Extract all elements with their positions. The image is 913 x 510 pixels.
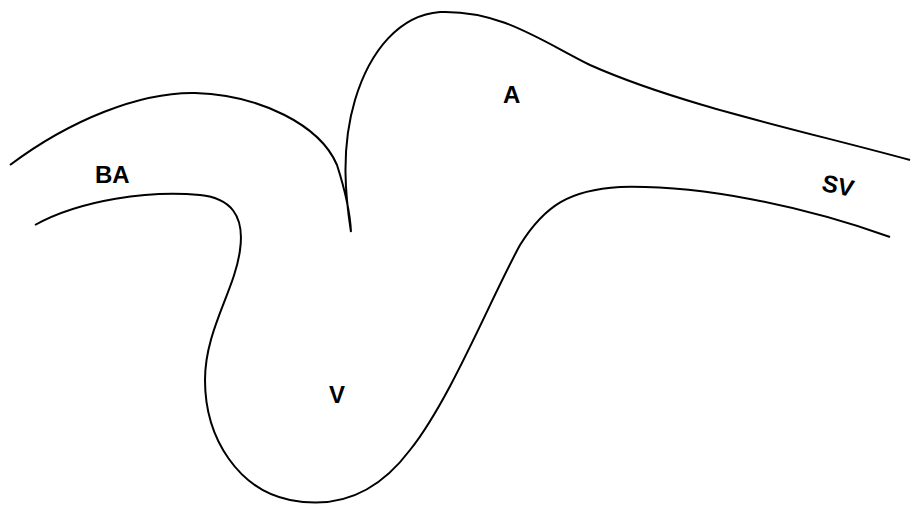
part-label: A (503, 83, 520, 107)
part-label: BA (95, 163, 130, 187)
upper-contour (10, 12, 910, 232)
part-label: SV (820, 171, 856, 201)
part-label: V (329, 383, 345, 407)
lower-contour (35, 187, 890, 503)
